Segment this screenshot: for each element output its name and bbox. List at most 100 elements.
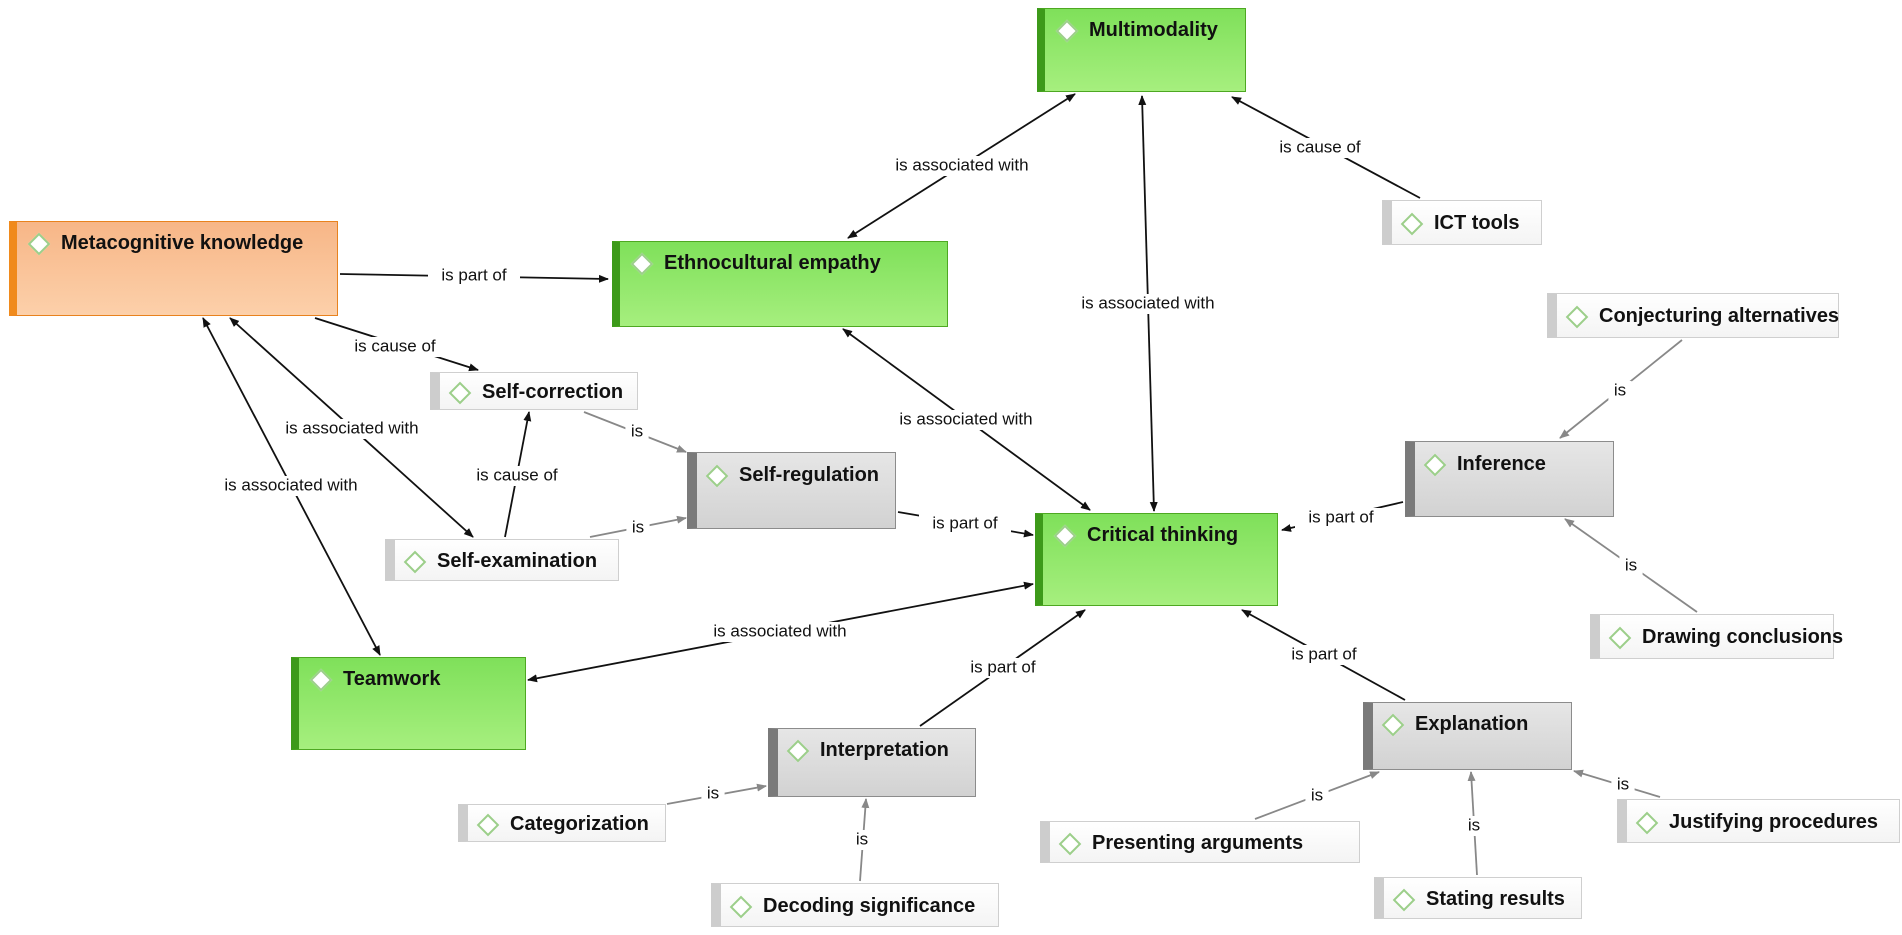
edge-label-meta-teamwork: is associated with	[224, 475, 357, 494]
node-decoding-significance[interactable]: Decoding significance	[711, 883, 999, 927]
node-label: Self-regulation	[739, 464, 880, 486]
edge-label-ethno-critical: is associated with	[899, 409, 1032, 428]
node-critical-thinking[interactable]: Critical thinking	[1035, 513, 1278, 606]
edge-label-bg	[885, 410, 1047, 430]
edge-label-bg	[1619, 556, 1643, 576]
diamond-icon	[403, 550, 427, 573]
node-ict-tools[interactable]: ICT tools	[1382, 200, 1542, 245]
node-label: ICT tools	[1434, 212, 1520, 234]
edge-label-bg	[1278, 645, 1370, 665]
node-label: Inference	[1457, 453, 1546, 475]
diamond-icon	[1635, 811, 1659, 834]
node-label: Self-correction	[482, 381, 624, 403]
node-label: Critical thinking	[1087, 524, 1239, 546]
edge-label-bg	[1305, 786, 1329, 806]
edge-label-bg	[210, 476, 372, 496]
diamond-icon	[1565, 305, 1589, 328]
node-inference[interactable]: Inference	[1405, 441, 1614, 517]
edge-label-teamwork-critical: is associated with	[713, 621, 846, 640]
node-self-correction[interactable]: Self-correction	[430, 372, 638, 410]
edge-label-selfcorr-selfreg: is	[631, 421, 643, 440]
edge-label-multi-critical: is associated with	[1081, 293, 1214, 312]
diamond-icon	[630, 252, 654, 275]
edge-label-meta-ethno: is part of	[441, 265, 506, 284]
edge-label-bg	[466, 466, 568, 486]
node-label: Multimodality	[1089, 19, 1218, 41]
diamond-icon	[309, 668, 333, 691]
diamond-icon	[1058, 832, 1082, 855]
edge-label-bg	[1611, 775, 1635, 795]
diamond-icon	[1608, 626, 1632, 649]
edge-label-bg	[1462, 816, 1486, 836]
edge-label-selfexam-selfcorr: is cause of	[476, 465, 558, 484]
edge-label-presenting-expl: is	[1311, 785, 1323, 804]
node-interpretation[interactable]: Interpretation	[768, 728, 976, 797]
diamond-icon	[705, 464, 729, 487]
node-categorization[interactable]: Categorization	[458, 804, 666, 842]
diamond-icon	[448, 381, 472, 404]
diamond-icon	[476, 813, 500, 836]
node-conjecturing-alternatives[interactable]: Conjecturing alternatives	[1547, 293, 1839, 338]
edge-label-meta-selfcorr: is cause of	[354, 336, 436, 355]
edge-label-decoding-interp: is	[856, 829, 868, 848]
edge-label-ict-multi: is cause of	[1279, 137, 1361, 156]
node-label: Stating results	[1426, 888, 1565, 910]
edge-label-bg	[1269, 138, 1371, 158]
diamond-icon	[1055, 19, 1079, 42]
node-drawing-conclusions[interactable]: Drawing conclusions	[1590, 614, 1843, 659]
diamond-icon	[729, 895, 753, 918]
edge-label-bg	[626, 518, 650, 538]
node-label: Presenting arguments	[1092, 832, 1304, 854]
edge-label-bg	[701, 784, 725, 804]
node-ethnocultural-empathy[interactable]: Ethnocultural empathy	[612, 241, 948, 327]
edge-label-explanation-critical: is part of	[1291, 644, 1356, 663]
edge-label-meta-selfexam: is associated with	[285, 418, 418, 437]
node-multimodality[interactable]: Multimodality	[1037, 8, 1246, 92]
node-justifying-procedures[interactable]: Justifying procedures	[1617, 799, 1900, 843]
diamond-icon	[27, 232, 51, 255]
edge-label-inference-critical: is part of	[1308, 507, 1373, 526]
node-label: Decoding significance	[763, 895, 976, 917]
edge-label-bg	[957, 658, 1049, 678]
node-label: Teamwork	[343, 668, 441, 690]
node-label: Self-examination	[437, 550, 598, 572]
edge-label-bg	[919, 514, 1011, 534]
edge-label-bg	[625, 422, 649, 442]
node-label: Interpretation	[820, 739, 949, 761]
edge-label-conj-inference: is	[1614, 380, 1626, 399]
node-explanation[interactable]: Explanation	[1363, 702, 1572, 770]
edge-label-selfexam-selfreg: is	[632, 517, 644, 536]
edge-label-drawing-inference: is	[1625, 555, 1637, 574]
edge-label-bg	[881, 156, 1043, 176]
node-stating-results[interactable]: Stating results	[1374, 877, 1582, 919]
edge-label-ethno-multi: is associated with	[895, 155, 1028, 174]
diamond-icon	[1053, 524, 1077, 547]
edge-label-justifying-expl: is	[1617, 774, 1629, 793]
node-label: Ethnocultural empathy	[664, 252, 881, 274]
edge-label-stating-expl: is	[1468, 815, 1480, 834]
node-label: Justifying procedures	[1669, 811, 1878, 833]
node-label: Explanation	[1415, 713, 1529, 735]
node-presenting-arguments[interactable]: Presenting arguments	[1040, 821, 1360, 863]
edge-label-bg	[1067, 294, 1229, 314]
diamond-icon	[1423, 453, 1447, 476]
node-label: Categorization	[510, 813, 649, 835]
node-label: Conjecturing alternatives	[1599, 305, 1840, 327]
diamond-icon	[1392, 888, 1416, 911]
node-teamwork[interactable]: Teamwork	[291, 657, 526, 750]
diamond-icon	[1381, 713, 1405, 736]
diamond-icon	[1400, 212, 1424, 235]
diamond-icon	[786, 739, 810, 762]
edge-label-bg	[850, 830, 874, 850]
edge-label-bg	[1608, 381, 1632, 401]
edge-label-interp-critical: is part of	[970, 657, 1035, 676]
edge-label-selfreg-critical: is part of	[932, 513, 997, 532]
node-self-regulation[interactable]: Self-regulation	[687, 452, 896, 529]
node-label: Drawing conclusions	[1642, 626, 1844, 648]
edge-label-bg	[428, 266, 520, 286]
edge-label-categ-interp: is	[707, 783, 719, 802]
node-self-examination[interactable]: Self-examination	[385, 539, 619, 581]
node-metacognitive-knowledge[interactable]: Metacognitive knowledge	[9, 221, 338, 316]
edge-label-bg	[1295, 508, 1387, 528]
